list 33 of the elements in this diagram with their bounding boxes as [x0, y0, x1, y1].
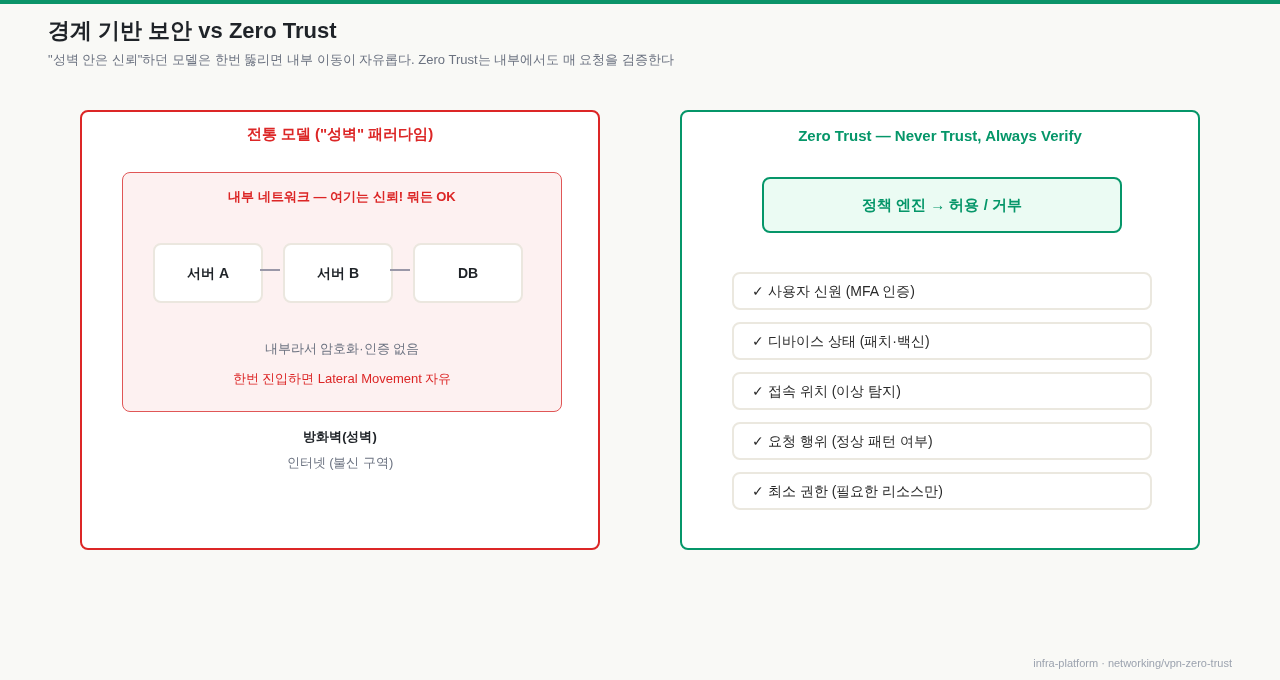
- firewall-label: 방화벽(성벽): [303, 428, 377, 446]
- panel-heading: 전통 모델 ("성벽" 패러다임): [246, 124, 434, 144]
- check-item-text: ✓ 접속 위치 (이상 탐지): [752, 382, 901, 401]
- check-item-box: [732, 422, 1152, 460]
- server-label: 서버 B: [317, 264, 359, 283]
- server-box: [413, 243, 523, 303]
- check-item-text: ✓ 요청 행위 (정상 패턴 여부): [752, 432, 933, 451]
- check-item-text: ✓ 디바이스 상태 (패치·백신): [752, 332, 930, 351]
- check-item-box: [732, 372, 1152, 410]
- check-item-box: [732, 272, 1152, 310]
- subtitle: "성벽 안은 신뢰"하던 모델은 한번 뚫리면 내부 이동이 자유롭다. Zero Trust는 내부에서도 매 요청을 검증한다: [48, 51, 675, 69]
- policy-engine-label: 정책 엔진 → 허용 / 거부: [862, 195, 1022, 215]
- check-item-box: [732, 472, 1152, 510]
- server-box: [283, 243, 393, 303]
- title: 경계 기반 보안 vs Zero Trust: [48, 17, 337, 45]
- zone-heading: 내부 네트워크 — 여기는 신뢰! 뭐든 OK: [228, 188, 456, 206]
- zone-label: 인터넷 (불신 구역): [286, 454, 394, 472]
- policy-engine-box: [762, 177, 1122, 233]
- panel-heading: Zero Trust — Never Trust, Always Verify: [798, 126, 1082, 146]
- check-item-box: [732, 322, 1152, 360]
- perimeter-panel: [80, 110, 600, 550]
- connector-line: [389, 269, 411, 271]
- check-item-text: ✓ 최소 권한 (필요한 리소스만): [752, 482, 943, 501]
- footer-path: infra-platform · networking/vpn-zero-trust: [1033, 656, 1232, 671]
- zone-note: 내부라서 암호화·인증 없음: [264, 340, 420, 358]
- internal-network-zone: [122, 172, 562, 412]
- server-box: [153, 243, 263, 303]
- server-label: 서버 A: [187, 264, 229, 283]
- warning-note: 한번 진입하면 Lateral Movement 자유: [232, 370, 452, 388]
- server-label: DB: [457, 264, 479, 283]
- connector-line: [259, 269, 281, 271]
- zero-trust-panel: [680, 110, 1200, 550]
- check-item-text: ✓ 사용자 신원 (MFA 인증): [752, 282, 915, 301]
